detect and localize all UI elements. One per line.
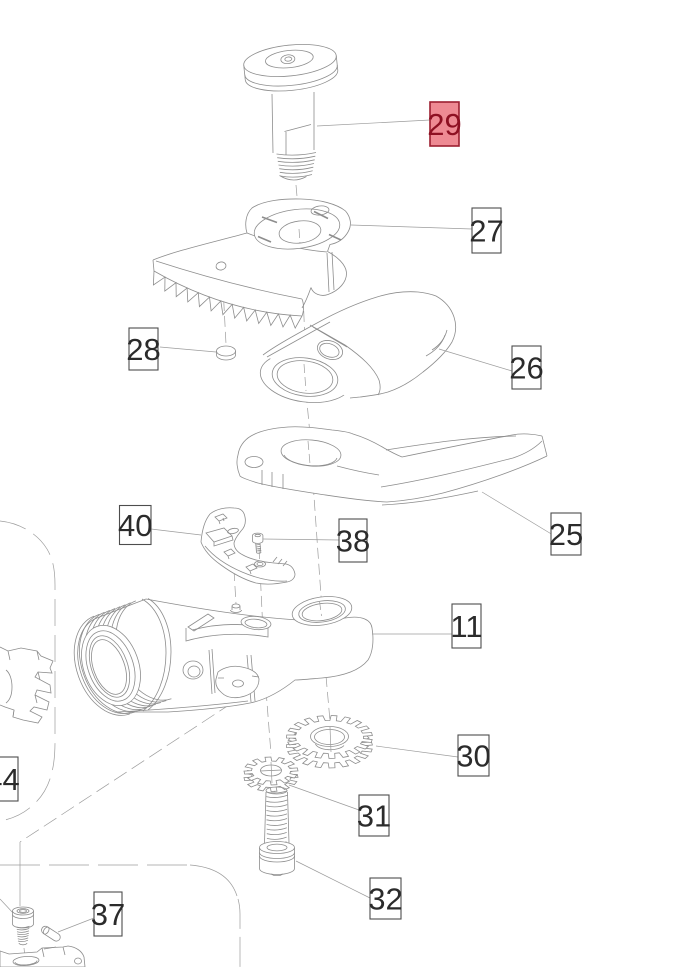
svg-text:40: 40 [118,508,152,543]
svg-text:44: 44 [0,762,20,797]
svg-text:32: 32 [368,882,402,917]
svg-text:31: 31 [357,799,391,834]
svg-text:29: 29 [427,107,461,142]
svg-text:38: 38 [336,524,370,559]
svg-text:26: 26 [509,351,543,386]
svg-text:37: 37 [91,897,125,932]
svg-text:28: 28 [126,332,160,367]
svg-text:27: 27 [469,214,503,249]
svg-text:30: 30 [456,739,490,774]
svg-text:25: 25 [549,517,583,552]
svg-text:11: 11 [450,609,482,644]
